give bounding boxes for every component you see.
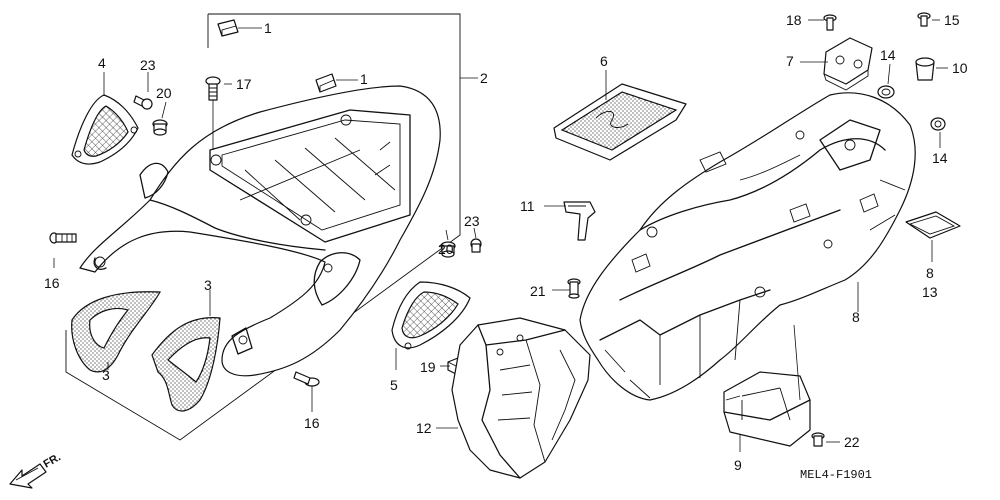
callout-13: 13: [922, 284, 938, 300]
screw-23-b: [470, 238, 482, 253]
clip-11: [563, 201, 596, 241]
callout-5: 5: [390, 377, 398, 393]
seat-cowl: [79, 85, 441, 377]
callout-16b: 16: [304, 415, 320, 431]
callout-3b: 3: [204, 277, 212, 293]
leader-lines: [53, 19, 948, 452]
callout-10: 10: [952, 60, 968, 76]
callout-14a: 14: [880, 47, 896, 63]
bracket-7: [823, 37, 873, 91]
seal-pad-3-a: [71, 291, 161, 373]
inner-fender-12: [451, 317, 591, 479]
callout-20b: 20: [438, 241, 454, 257]
pad-13: [905, 211, 961, 239]
front-direction-arrow: FR.: [9, 451, 63, 489]
callout-23b: 23: [464, 213, 480, 229]
callout-2: 2: [480, 70, 488, 86]
callout-14b: 14: [932, 150, 948, 166]
callout-1a: 1: [264, 20, 272, 36]
grommet-14-b: [930, 117, 946, 131]
callout-23a: 23: [140, 57, 156, 73]
callout-1b: 1: [360, 71, 368, 87]
callout-6: 6: [600, 53, 608, 69]
callout-21: 21: [530, 283, 546, 299]
grille-4: [71, 94, 139, 165]
callout-22: 22: [844, 434, 860, 450]
seal-pad-3-b: [151, 317, 221, 412]
grommet-14-a: [877, 85, 895, 99]
rubber-stopper-a: [217, 19, 239, 37]
clip-21: [567, 278, 581, 299]
screw-15: [917, 12, 931, 27]
callout-8: 8: [852, 309, 860, 325]
callout-20a: 20: [156, 85, 172, 101]
callout-15: 15: [944, 12, 960, 28]
callout-7: 7: [786, 53, 794, 69]
callout-4: 4: [98, 55, 106, 71]
screw-18: [823, 14, 837, 31]
grommet-20-b: [440, 241, 456, 258]
grille-5: [391, 281, 471, 350]
callout-18: 18: [786, 12, 802, 28]
callout-11: 11: [520, 198, 535, 214]
rubber-stopper-b: [315, 73, 337, 93]
callout-19: 19: [420, 359, 436, 375]
callout-17: 17: [236, 76, 252, 92]
callout-16a: 16: [44, 275, 60, 291]
callout-labels: 1 1 2 3 3 4 5 6 7 8 8 9 10 11 12 13 14 1…: [44, 12, 968, 473]
callout-3a: 3: [102, 367, 110, 383]
front-direction-label: FR.: [42, 451, 63, 470]
diagram-code: MEL4-F1901: [800, 468, 872, 482]
grommet-20-a: [152, 119, 168, 136]
screw-23-a: [133, 95, 153, 110]
bolt-17: [205, 76, 221, 150]
pad-6: [553, 83, 687, 161]
bolt-16-b: [293, 371, 320, 387]
bolt-16-a: [49, 232, 77, 244]
rear-fender-8: [579, 92, 916, 401]
callout-8b: 8: [926, 265, 934, 281]
callout-12: 12: [416, 420, 432, 436]
grommet-10: [915, 57, 935, 81]
callout-9: 9: [734, 457, 742, 473]
clip-22: [811, 432, 825, 447]
box-9: [723, 371, 811, 447]
